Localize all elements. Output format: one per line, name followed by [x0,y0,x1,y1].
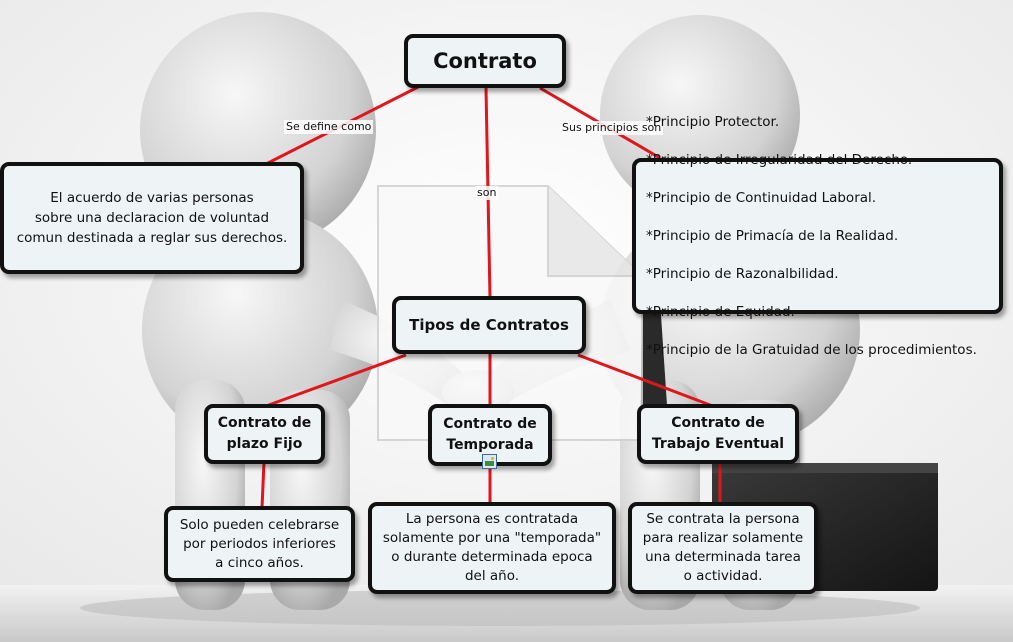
node-definicion[interactable]: El acuerdo de varias personas sobre una … [0,162,304,274]
principio-item: *Principio de Razonalbilidad. [646,265,839,282]
link-label-son: son [475,186,499,200]
node-temporada-desc[interactable]: La persona es contratada solamente por u… [368,502,616,594]
principio-item: *Principio de Continuidad Laboral. [646,189,877,206]
connector-tipos-eventual [577,353,719,410]
node-contrato-trabajo-eventual[interactable]: Contrato de Trabajo Eventual [637,404,799,464]
principio-item: *Principio de Equidad. [646,303,795,320]
link-label-sus-principios-son: Sus principios son [560,121,664,135]
node-eventual-desc[interactable]: Se contrata la persona para realizar sol… [628,502,818,594]
principio-item: *Principio de Primacía de la Realidad. [646,227,899,244]
node-contrato-plazo-fijo[interactable]: Contrato de plazo Fijo [204,404,325,464]
connector-plazo-fijo-desc [260,461,266,509]
node-principios[interactable]: *Principio Protector. *Principio de Irre… [632,114,1003,358]
node-contrato[interactable]: Contrato [404,34,566,88]
connector-tipos-plazo-fijo [265,353,407,408]
principios-list: *Principio Protector. *Principio de Irre… [646,94,977,379]
principio-item: *Principio de Irregularidad del Derecho. [646,151,913,168]
node-tipos-de-contratos[interactable]: Tipos de Contratos [392,296,586,354]
principio-item: *Principio Protector. [646,113,780,130]
image-icon[interactable] [482,454,497,469]
link-label-se-define-como: Se define como [284,120,374,134]
node-plazo-fijo-desc[interactable]: Solo pueden celebrarse por periodos infe… [164,506,355,582]
principio-item: *Principio de la Gratuidad de los proced… [646,341,977,358]
